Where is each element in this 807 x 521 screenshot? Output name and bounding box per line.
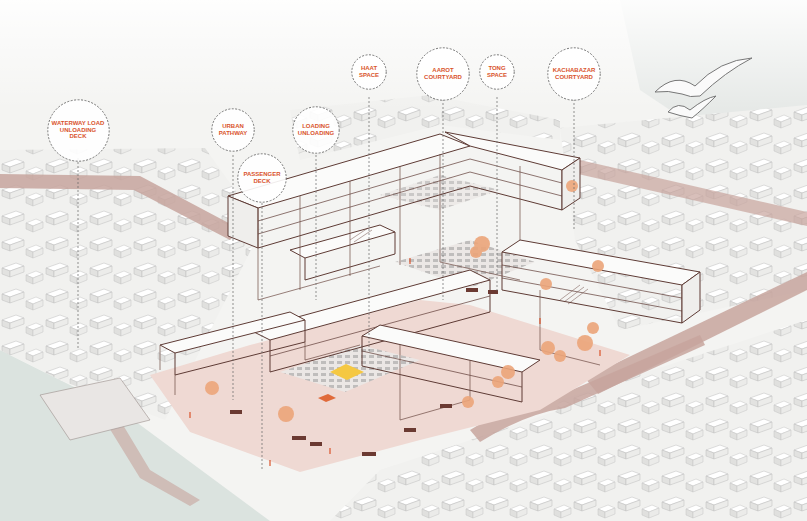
callout-circle: LOADING UNLOADING — [292, 106, 340, 154]
callout-label: TONG SPACE — [484, 65, 510, 79]
callout-label: URBAN PATHWAY — [215, 123, 251, 137]
callout-circle: AAROT COURTYARD — [416, 47, 470, 101]
callout-label: PASSENGER DECK — [241, 171, 283, 185]
callout-label: AAROT COURTYARD — [420, 67, 466, 81]
callout-circle: PASSENGER DECK — [237, 153, 287, 203]
callout-label: LOADING UNLOADING — [296, 123, 336, 137]
callout-circle: URBAN PATHWAY — [211, 108, 255, 152]
callout-circle: WATERWAY LOAD UNLOADING DECK — [47, 99, 110, 162]
callout-label: HAAT SPACE — [356, 65, 382, 79]
callout-circle: KACHABAZAR COURTYARD — [547, 47, 601, 101]
callout-label: WATERWAY LOAD UNLOADING DECK — [51, 120, 105, 141]
callout-circle: TONG SPACE — [479, 54, 515, 90]
callout-circle: HAAT SPACE — [351, 54, 387, 90]
callout-label: KACHABAZAR COURTYARD — [551, 67, 597, 81]
